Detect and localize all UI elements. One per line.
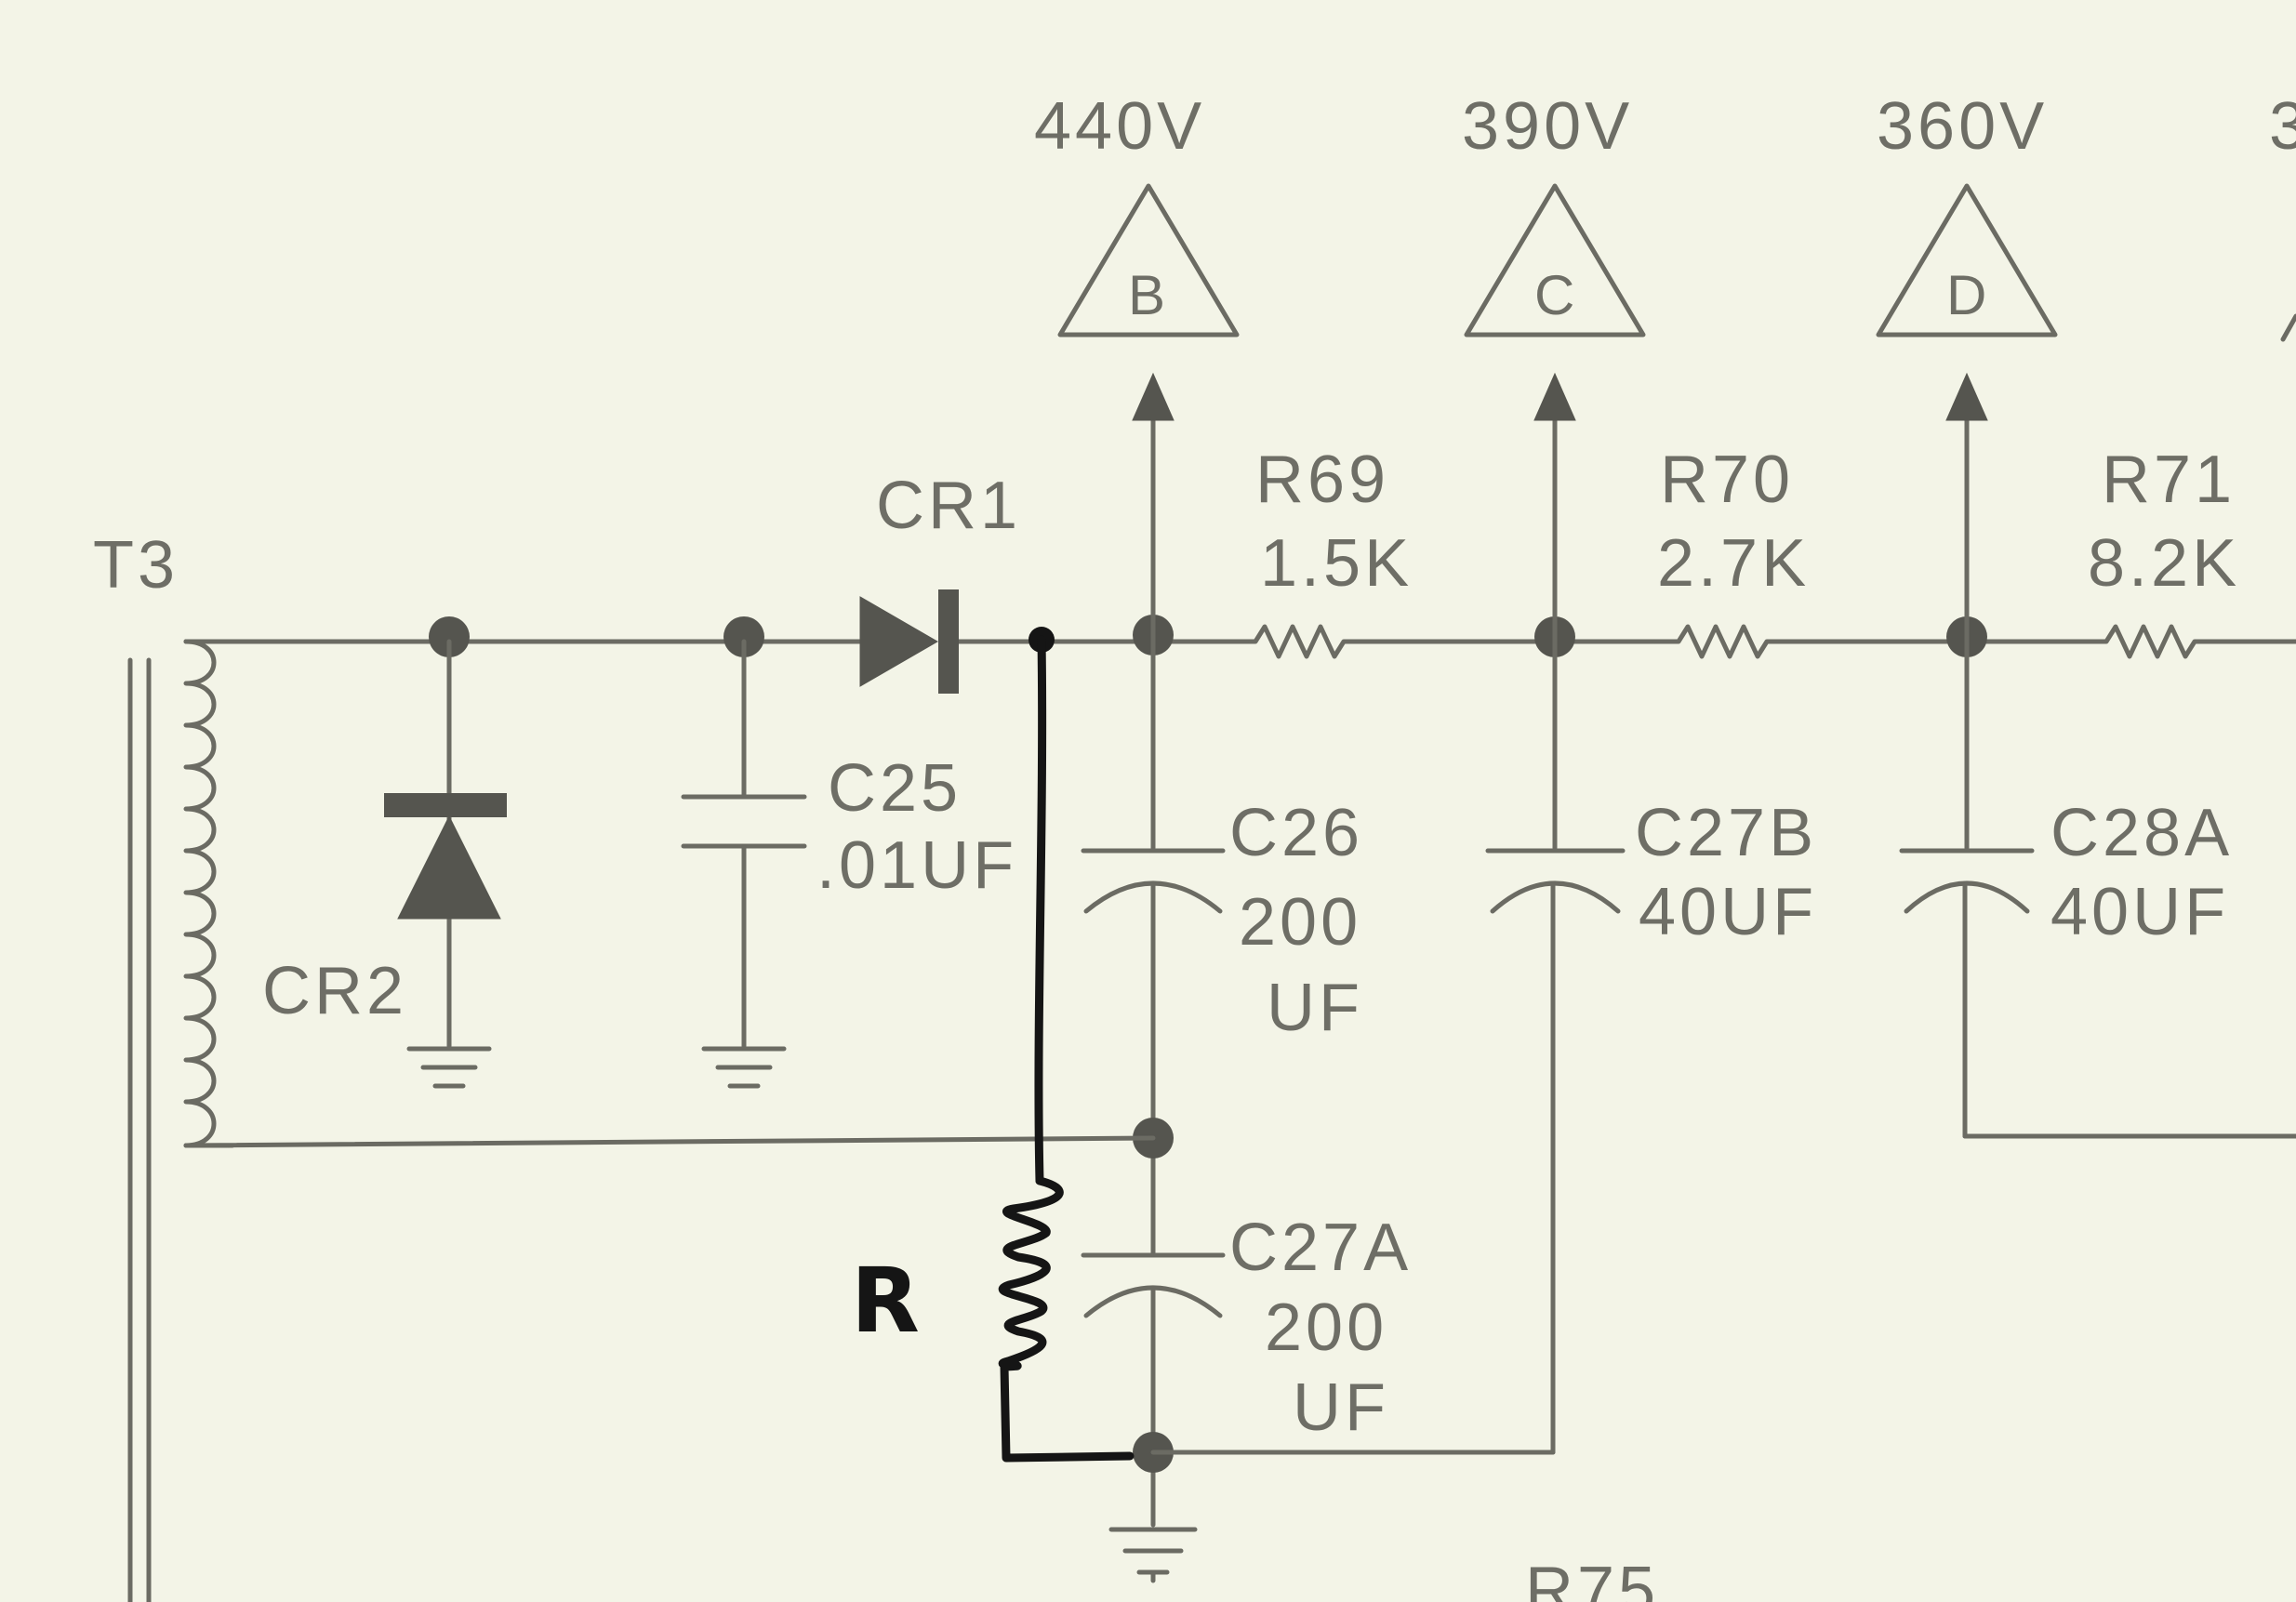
transformer-t3: T3 [93,528,235,1602]
c28a-name: C28A [2050,796,2233,870]
node-c-stack: C27B 40UF [1485,372,1817,1455]
c25-name: C25 [828,751,962,826]
c27a-name: C27A [1229,1211,1412,1285]
c27a-value-line1: 200 [1265,1291,1387,1365]
r75-name: R75 [1525,1554,1659,1602]
c26-name: C26 [1229,796,1363,870]
c27a-value-line2: UF [1293,1370,1389,1445]
r71-name: R71 [2102,443,2236,517]
triangle-marker-icon [1057,183,1240,338]
cr2-label: CR2 [262,954,407,1028]
c26-value-line2: UF [1267,971,1363,1045]
r71-value: 8.2K [2088,526,2240,601]
test-point-cut-off: 3 [2269,89,2296,342]
test-point-c-letter: C [1534,264,1574,326]
c26-value-line1: 200 [1239,885,1361,960]
c25-value: .01UF [816,828,1017,903]
test-point-d-letter: D [1946,264,1986,326]
triangle-marker-icon [1464,183,1646,338]
junction-dot [723,616,764,657]
transformer-label: T3 [93,528,179,602]
hand-drawn-resistor-label: R [851,1249,920,1353]
cr1-label: CR1 [876,469,1021,543]
c27b-value: 40UF [1639,875,1817,949]
diode-cr2: CR2 [262,616,507,1089]
r70-value: 2.7K [1657,526,1810,601]
node-d-stack: C28A 40UF [1899,372,2296,1139]
test-point-b-letter: B [1128,264,1165,326]
c28a-value: 40UF [2050,875,2229,949]
node-b-stack: C26 200 UF C27A 200 UF [1081,372,1556,1583]
junction-dot [429,616,470,657]
r69-name: R69 [1255,443,1389,517]
c27b-name: C27B [1635,796,1817,870]
capacitor-c25: C25 .01UF [681,616,1017,1089]
test-point-b: 440V B [1034,89,1240,338]
test-point-d: 360V D [1876,89,2058,338]
cut-off-voltage-fragment: 3 [2269,89,2296,164]
diode-cr1: CR1 [859,469,1021,694]
top-rail [183,624,2296,659]
transformer-return-wire [183,1135,1156,1148]
test-point-b-voltage: 440V [1034,89,1205,164]
r70-name: R70 [1660,443,1794,517]
resistor-labels: R69 1.5K R70 2.7K R71 8.2K R75 [1255,443,2240,1602]
r69-value: 1.5K [1260,526,1413,601]
test-point-c: 390V C [1462,89,1646,338]
hand-drawn-resistor: R [851,627,1135,1463]
test-point-d-voltage: 360V [1877,89,2048,164]
triangle-marker-icon [1876,183,2058,338]
test-point-c-voltage: 390V [1462,89,1633,164]
